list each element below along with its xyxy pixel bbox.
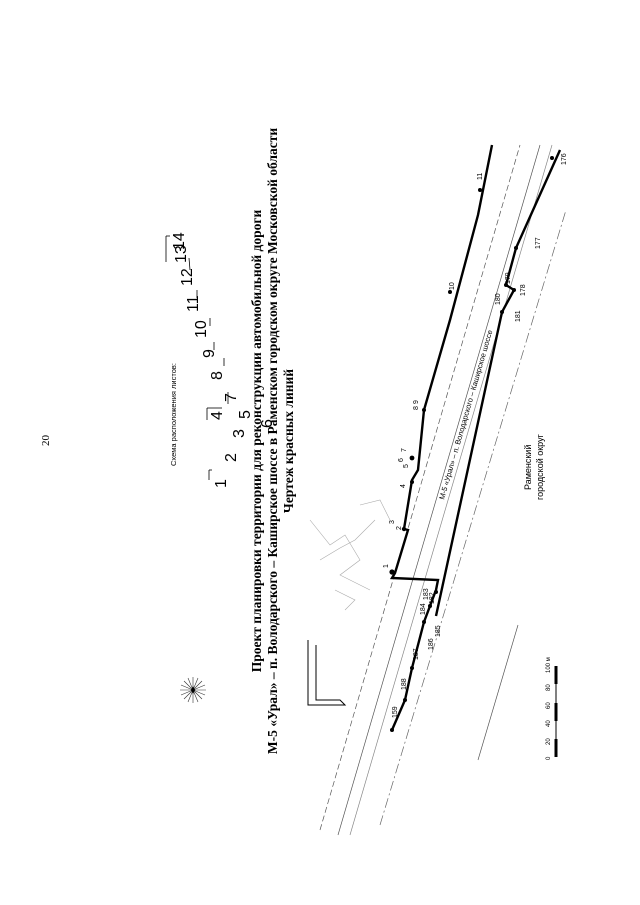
sheet-number: 14 bbox=[171, 232, 188, 250]
sheet-number: 12 bbox=[179, 268, 196, 286]
scale-tick: 40 bbox=[546, 720, 552, 727]
compass-rose-icon bbox=[180, 677, 206, 703]
district-label-line-1: Раменский bbox=[523, 445, 533, 490]
sheet-number: 5 bbox=[237, 410, 254, 419]
sheet-number: 3 bbox=[231, 429, 248, 438]
scale-tick: 20 bbox=[546, 738, 552, 745]
district-label: Раменский городской округ bbox=[523, 433, 545, 500]
point-label: 6 bbox=[398, 458, 405, 462]
point-label: 1 bbox=[383, 564, 390, 568]
sheet-number: 11 bbox=[185, 295, 202, 312]
sheet-number: 7 bbox=[223, 393, 240, 402]
point-label: 176 bbox=[561, 153, 568, 165]
point-label: 187 bbox=[413, 648, 420, 660]
point-label: 11 bbox=[477, 173, 484, 180]
point-label: 10 bbox=[449, 282, 456, 290]
point-label: 181 bbox=[515, 310, 522, 322]
point-label: 180 bbox=[495, 293, 502, 305]
point-label: 185 bbox=[435, 625, 442, 637]
sheet-number: 1 bbox=[213, 479, 230, 488]
point-label: 179 bbox=[505, 272, 512, 284]
sheet-scheme-brackets bbox=[165, 235, 229, 480]
sheet-number: 4 bbox=[209, 411, 226, 420]
sheet-number: 2 bbox=[223, 453, 240, 462]
sheet-number: 8 bbox=[209, 371, 226, 380]
point-label: 9 bbox=[413, 400, 420, 404]
point-label: 2 bbox=[396, 526, 403, 530]
sheet-number: 9 bbox=[201, 349, 218, 358]
scale-tick: 80 bbox=[546, 684, 552, 691]
red-line-north bbox=[389, 144, 494, 732]
point-label: 3 bbox=[389, 520, 396, 524]
point-label: 183 bbox=[423, 588, 430, 600]
point-label: 8 bbox=[413, 406, 420, 410]
district-label-line-2: городской округ bbox=[535, 433, 545, 500]
point-labels-south: 176 177 178 179 180 181 bbox=[495, 153, 568, 322]
point-label: 178 bbox=[520, 284, 527, 296]
scale-tick: 100 м bbox=[546, 657, 552, 673]
road-context-lines bbox=[319, 144, 567, 836]
sheet-scheme: 1 2 3 4 5 6 7 8 9 10 11 12 13 14 bbox=[171, 232, 276, 488]
point-label: 177 bbox=[535, 237, 542, 249]
sheet-number: 10 bbox=[193, 320, 210, 338]
point-label: 159 bbox=[392, 706, 399, 718]
terrain-marks bbox=[309, 499, 391, 611]
red-line-south bbox=[434, 149, 562, 617]
point-label: 4 bbox=[400, 484, 407, 488]
building-outline bbox=[307, 640, 347, 706]
point-label: 182 bbox=[429, 592, 436, 604]
point-label: 5 bbox=[403, 464, 410, 468]
point-label: 186 bbox=[428, 638, 435, 650]
point-label: 188 bbox=[401, 678, 408, 690]
scale-tick: 0 bbox=[546, 756, 552, 760]
point-labels-north: 1 2 3 4 5 6 7 8 9 10 11 159 188 187 186 … bbox=[383, 173, 484, 718]
sheet-number: 6 bbox=[259, 419, 276, 428]
scale-tick: 60 bbox=[546, 702, 552, 709]
scale-bar: 0 20 40 60 80 100 м bbox=[546, 657, 558, 760]
point-label: 184 bbox=[420, 603, 427, 615]
sheet-number: 13 bbox=[173, 245, 190, 263]
point-label: 7 bbox=[401, 448, 408, 452]
